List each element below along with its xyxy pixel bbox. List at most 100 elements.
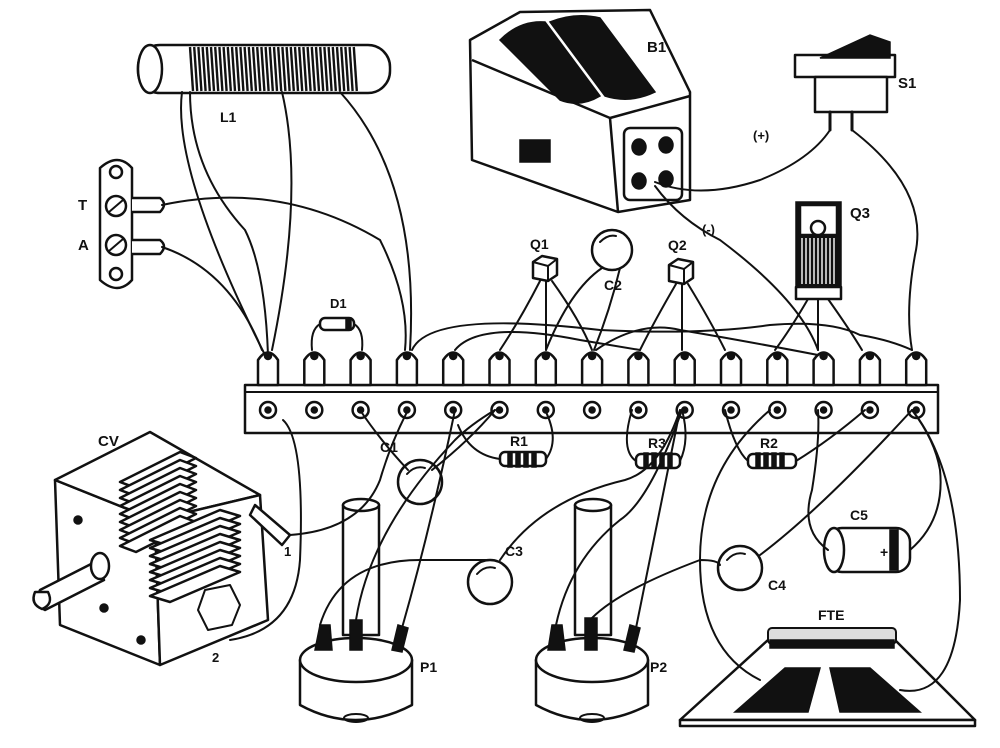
label-p1: P1 (420, 659, 437, 675)
coil-turn (235, 46, 241, 92)
terminal-strip (243, 351, 940, 435)
solder-lugs (256, 351, 928, 387)
coil-turn (193, 46, 199, 92)
diode-d1 (318, 316, 356, 332)
resistor-band (771, 452, 777, 468)
resistor-band (515, 452, 521, 468)
coil-turn (247, 46, 253, 92)
solder-joint (819, 351, 828, 361)
wiring (161, 91, 961, 692)
component-labels: L1 B1 S1 T A (+) (-) Q1 Q2 Q3 C2 D1 CV C… (78, 39, 916, 675)
coil-turn (277, 46, 283, 92)
heatsink-stripes (801, 238, 835, 284)
coil-turn (230, 46, 237, 92)
label-q2: Q2 (668, 237, 687, 253)
coil-l1 (136, 43, 392, 95)
capacitor-c4 (716, 544, 764, 592)
coil-turn (256, 46, 262, 92)
coil-turn (298, 46, 304, 92)
coil-turn (327, 46, 333, 92)
resistor-band (523, 452, 529, 468)
speaker-fte (678, 627, 977, 728)
label-cv: CV (98, 433, 119, 450)
coil-turn (314, 46, 321, 92)
potentiometer-p1 (298, 497, 414, 723)
label-c5: C5 (850, 507, 868, 523)
resistor-band (763, 452, 769, 468)
strip-screw-hole (495, 406, 504, 414)
coil-turn (209, 46, 216, 92)
coil-turn (281, 46, 287, 92)
strip-screw-hole (634, 406, 643, 414)
label-cv-pin2: 2 (212, 650, 219, 665)
coil-turn (260, 46, 266, 92)
resistor-band (531, 452, 537, 468)
solder-joint (634, 351, 643, 361)
label-cv-pin1: 1 (284, 544, 291, 559)
coil-turn (243, 46, 249, 92)
coil-turn (264, 46, 270, 92)
solder-joint (587, 351, 597, 361)
transistor-q3 (794, 201, 843, 301)
strip-screw-hole (264, 406, 272, 414)
label-minus: (-) (702, 222, 715, 237)
variable-capacitor-cv (32, 430, 292, 667)
label-r3: R3 (648, 435, 666, 451)
solder-joint (356, 351, 365, 361)
label-r1: R1 (510, 433, 528, 449)
coil-turn (335, 46, 342, 92)
coil-turn (201, 46, 207, 92)
coil-turn (352, 46, 358, 92)
capacitor-c2 (590, 228, 634, 272)
coil-windings (188, 46, 358, 92)
switch-s1 (793, 34, 897, 132)
coil-turn (302, 46, 308, 92)
solder-joint (680, 351, 689, 361)
coil-turn (239, 46, 245, 92)
capacitor-c3 (466, 558, 514, 606)
coil-turn (285, 46, 291, 92)
solder-joint (448, 351, 458, 361)
coil-turn (205, 46, 211, 92)
coil-turn (251, 46, 258, 92)
label-s1: S1 (898, 75, 916, 92)
electrolytic-capacitor-c5 (822, 526, 912, 574)
solder-joint (911, 351, 921, 361)
coil-turn (188, 46, 195, 92)
label-c5-polarity: + (880, 544, 888, 560)
strip-screw-hole (819, 406, 828, 414)
solder-joint (773, 351, 782, 361)
coil-turn (226, 46, 232, 92)
solder-joint (310, 351, 319, 361)
label-c3: C3 (505, 543, 523, 559)
coil-turn (268, 46, 274, 92)
cv-stator-plate (148, 564, 242, 604)
coil-turn (319, 46, 325, 92)
label-p2: P2 (650, 659, 667, 675)
coil-turn (323, 46, 329, 92)
label-plus: (+) (753, 128, 769, 143)
label-c1: C1 (380, 439, 398, 455)
label-l1: L1 (220, 109, 237, 125)
resistor-band (779, 452, 785, 468)
coil-turn (310, 46, 316, 92)
label-d1: D1 (330, 296, 347, 311)
transistor-q1 (531, 254, 559, 283)
battery-holder-b1 (468, 8, 692, 214)
antenna-terminal-plate (98, 158, 166, 290)
label-b1: B1 (647, 39, 666, 56)
transistor-q2 (667, 257, 695, 286)
solder-joint (726, 351, 736, 361)
label-c2: C2 (604, 277, 622, 293)
solder-joint (495, 351, 504, 361)
coil-turn (289, 46, 295, 92)
strip-screw-hole (727, 406, 735, 414)
solder-joint (865, 351, 875, 361)
solder-joint (402, 351, 412, 361)
coil-turn (340, 46, 346, 92)
strip-screw-hole (310, 406, 319, 414)
label-q3: Q3 (850, 205, 870, 222)
coil-turn (197, 46, 203, 92)
coil-turn (306, 46, 312, 92)
